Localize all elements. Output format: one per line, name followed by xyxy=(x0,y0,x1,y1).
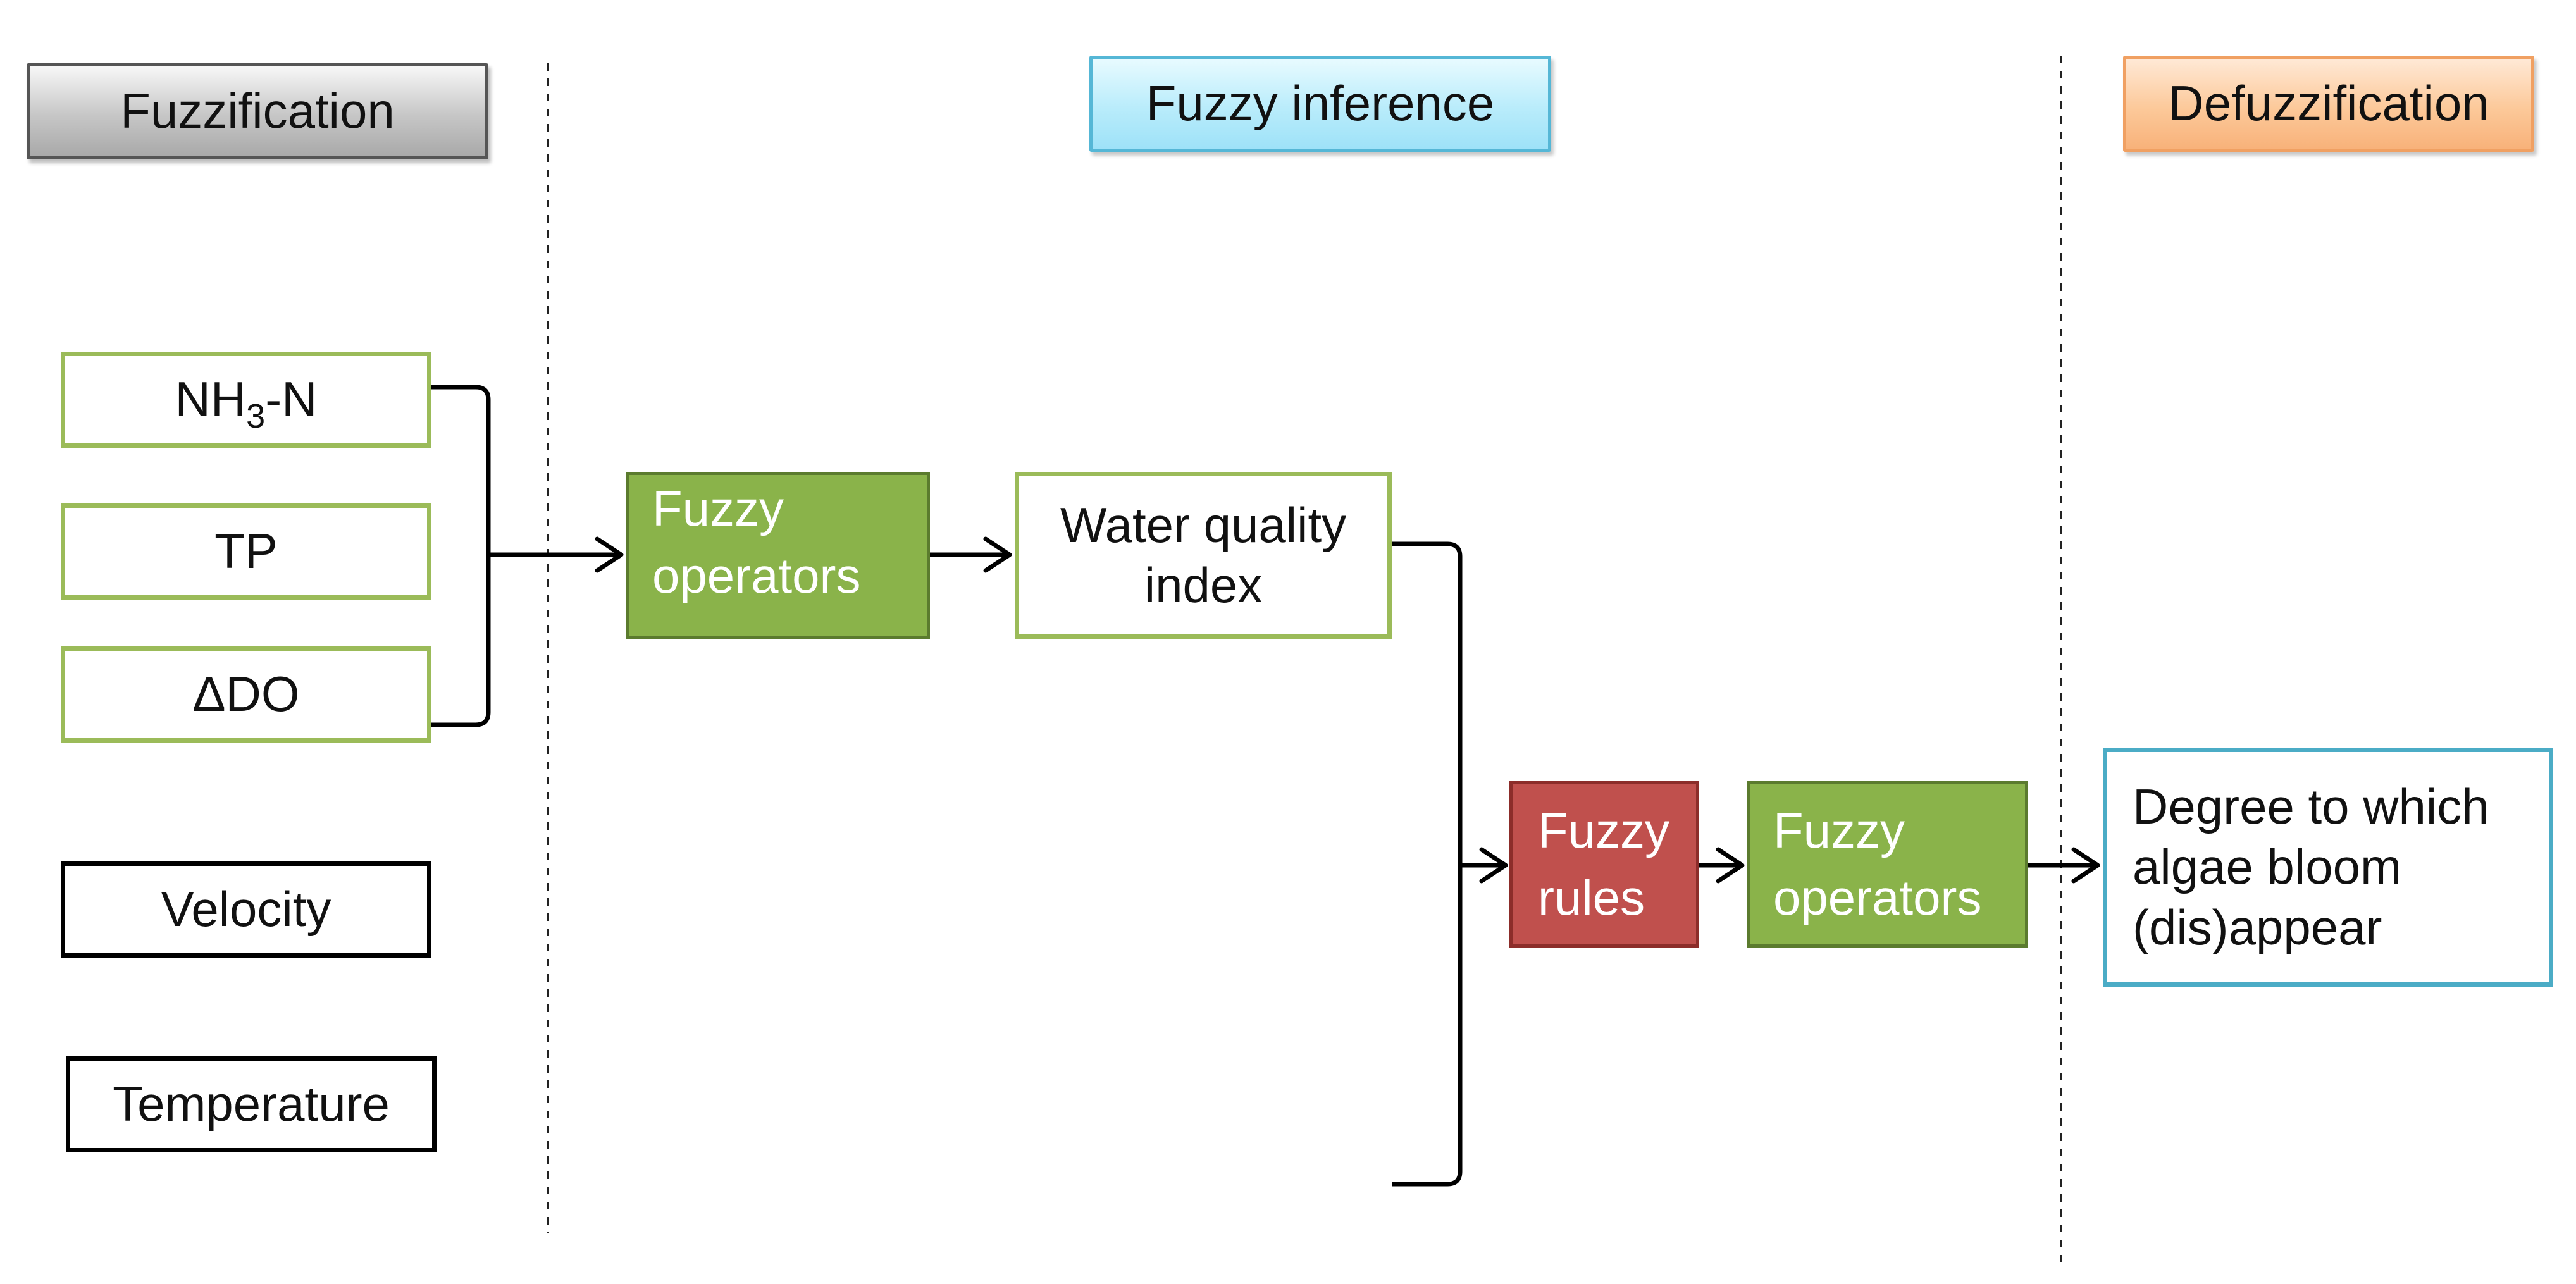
arrowhead-to-fuzzy-operators xyxy=(595,536,624,573)
output-line1: Degree to which xyxy=(2133,779,2489,835)
input-delta-do-label: ΔDO xyxy=(192,666,300,722)
fuzzy-rules-line2: rules xyxy=(1538,870,1645,925)
fuzzy-rules-line1: Fuzzy xyxy=(1538,802,1670,858)
input-temperature: Temperature xyxy=(66,1056,437,1152)
header-fuzzification: Fuzzification xyxy=(27,63,488,159)
fuzzy-operators-line2: operators xyxy=(652,548,861,604)
fuzzy-operators-line1: Fuzzy xyxy=(652,481,784,536)
water-quality-line2: index xyxy=(1144,557,1263,613)
arrowhead-to-water-quality xyxy=(983,536,1012,573)
water-quality-index-box: Water quality index xyxy=(1015,472,1392,639)
input-bracket xyxy=(431,385,491,727)
inference-bracket xyxy=(1392,541,1463,1187)
header-fuzzy-inference-label: Fuzzy inference xyxy=(1146,75,1495,132)
water-quality-line1: Water quality xyxy=(1060,497,1347,553)
nh3n-subscript: 3 xyxy=(246,397,266,436)
fuzzy-operators-box-2: Fuzzy operators xyxy=(1747,781,2028,948)
output-line3: (dis)appear xyxy=(2133,899,2382,955)
arrowhead-to-output xyxy=(2071,847,2100,884)
header-fuzzy-inference: Fuzzy inference xyxy=(1089,56,1551,152)
fuzzy-operators-2-line1: Fuzzy xyxy=(1773,802,1905,858)
output-algae-bloom-box: Degree to which algae bloom (dis)appear xyxy=(2103,748,2553,987)
fuzzy-operators-box: Fuzzy operators xyxy=(626,472,930,639)
input-velocity-label: Velocity xyxy=(161,881,331,937)
input-velocity: Velocity xyxy=(61,861,431,958)
input-tp: TP xyxy=(61,503,431,600)
output-line2: algae bloom xyxy=(2133,839,2401,895)
header-fuzzification-label: Fuzzification xyxy=(120,83,395,139)
arrowhead-to-fuzzy-rules xyxy=(1479,847,1508,884)
arrowhead-to-fuzzy-operators-2 xyxy=(1716,847,1745,884)
input-tp-label: TP xyxy=(214,523,278,579)
fuzzy-operators-2-line2: operators xyxy=(1773,870,1982,925)
input-delta-do: ΔDO xyxy=(61,646,431,743)
input-nh3n-label: NH3-N xyxy=(175,369,318,435)
header-defuzzification-label: Defuzzification xyxy=(2168,75,2489,132)
nh3n-suffix: -N xyxy=(265,371,318,428)
input-temperature-label: Temperature xyxy=(113,1076,390,1132)
header-defuzzification: Defuzzification xyxy=(2123,56,2534,152)
input-nh3n: NH3-N xyxy=(61,352,431,448)
nh3n-base: NH xyxy=(175,371,247,428)
fuzzy-rules-box: Fuzzy rules xyxy=(1509,781,1699,948)
